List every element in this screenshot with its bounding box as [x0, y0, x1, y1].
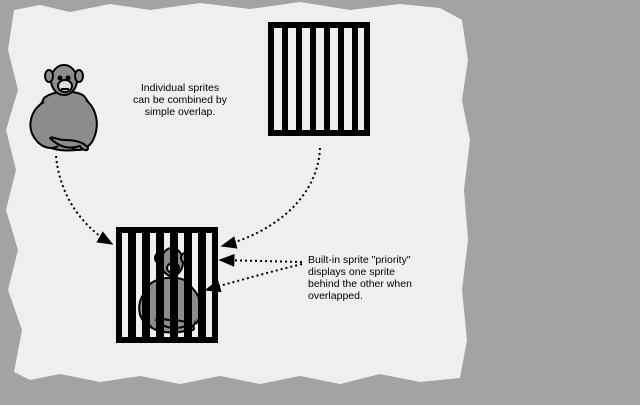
- caption-priority-line: overlapped.: [308, 290, 363, 302]
- caption-priority-line: displays one sprite: [308, 266, 395, 278]
- caption-priority-line: Built-in sprite "priority": [308, 254, 411, 266]
- arrow-priority-to-bars: [218, 253, 303, 267]
- monkey-sprite: [29, 64, 98, 152]
- caption-combine: Individual sprites can be combined by si…: [118, 82, 242, 118]
- caption-combine-line: simple overlap.: [144, 106, 216, 118]
- caption-combine-line: Individual sprites: [140, 82, 220, 94]
- caption-priority-line: behind the other when: [308, 278, 412, 290]
- cage-bars-sprite: [268, 22, 370, 136]
- panel-background: [6, 2, 470, 384]
- caged-monkey-sprite: [116, 227, 218, 343]
- arrow-bars-to-combined: [220, 147, 321, 249]
- caption-combine-line: can be combined by: [133, 94, 227, 106]
- caption-priority: Built-in sprite "priority" displays one …: [308, 254, 464, 302]
